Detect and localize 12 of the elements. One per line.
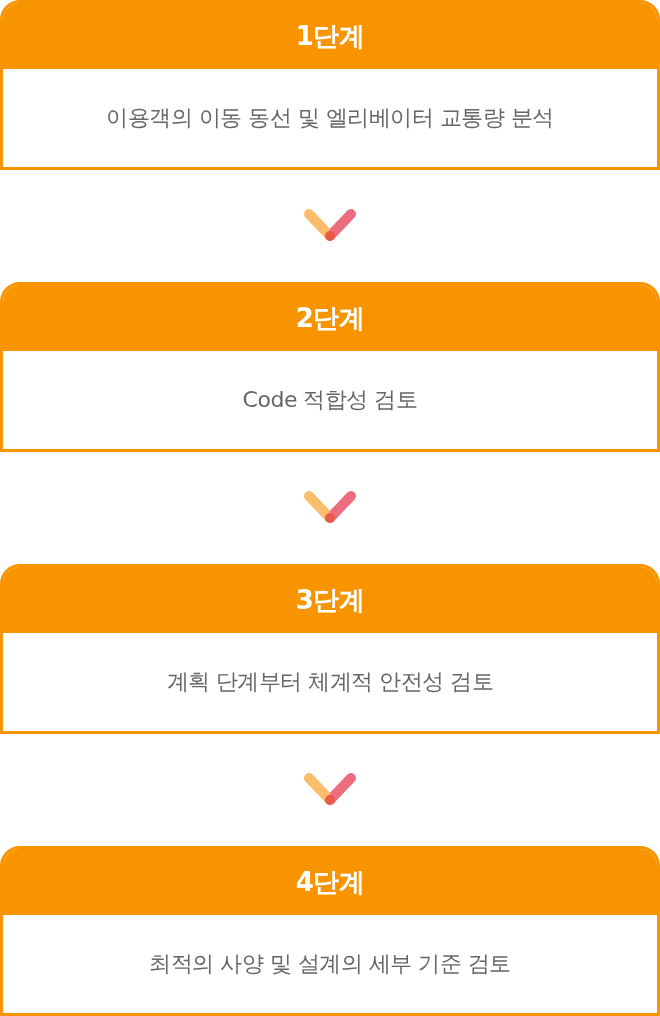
stage-heading: 3단계	[3, 567, 657, 633]
stage-heading: 4단계	[3, 849, 657, 915]
stage-card	[0, 0, 660, 170]
stage-description: 이용객의 이동 동선 및 엘리베이터 교통량 분석	[105, 104, 555, 132]
stage-heading: 1단계	[3, 3, 657, 69]
stage-description: Code 적합성 검토	[241, 386, 419, 414]
stage-card	[0, 282, 660, 452]
stage-card	[0, 846, 660, 1016]
stage-card	[0, 564, 660, 734]
stage-description: 최적의 사양 및 설계의 세부 기준 검토	[148, 950, 512, 978]
stage-heading: 2단계	[3, 285, 657, 351]
stage-description: 계획 단계부터 체계적 안전성 검토	[165, 668, 495, 696]
